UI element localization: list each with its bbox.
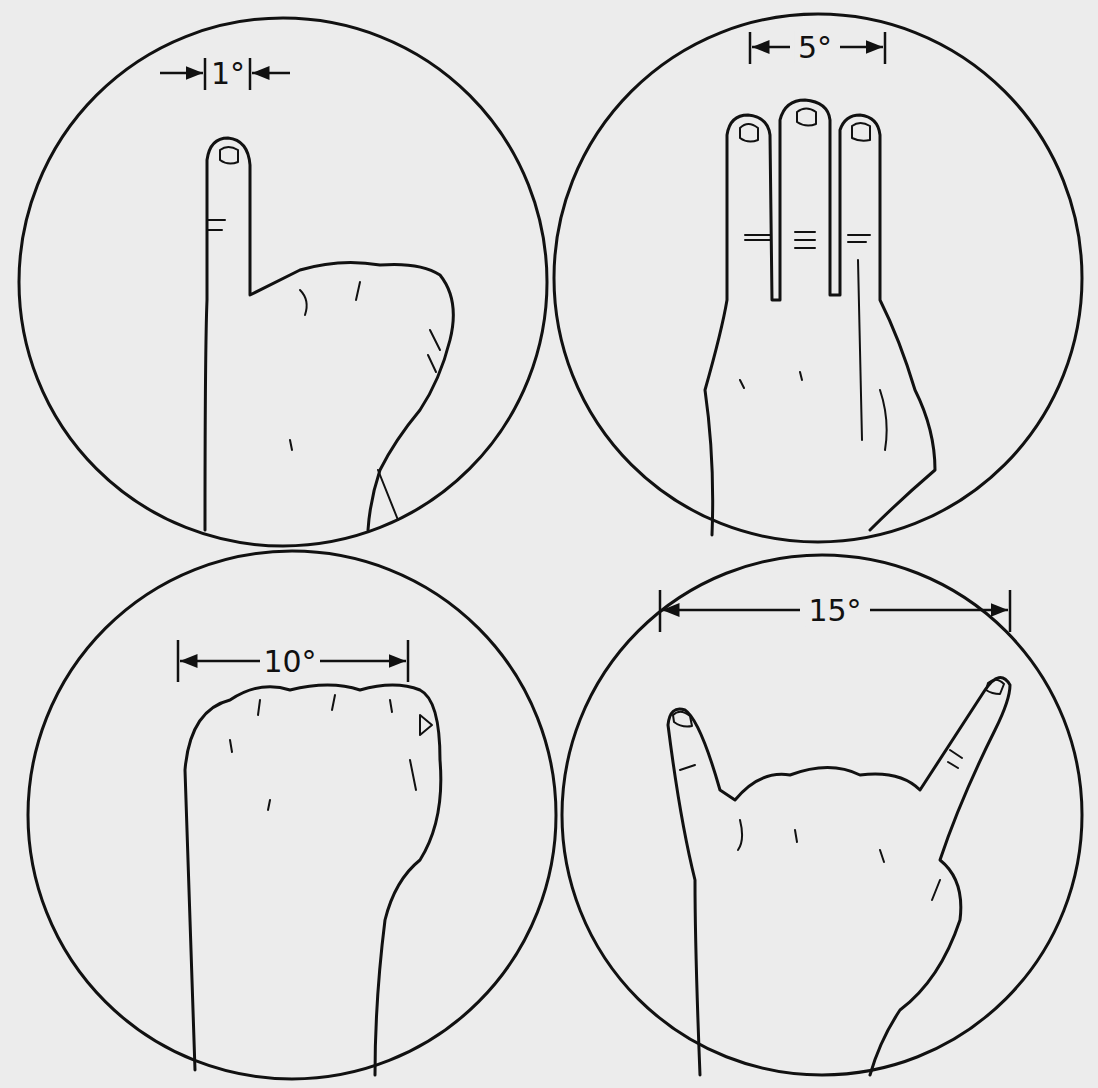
- spread-finger-hand: [668, 678, 1010, 1075]
- circle-outline: [554, 14, 1082, 542]
- measure-circle: 5°: [552, 12, 1084, 544]
- circle-outline: [17, 16, 549, 548]
- circle-outline: [26, 549, 558, 1081]
- measure-circle: 1°: [17, 16, 549, 548]
- angle-label: 10°: [260, 645, 319, 678]
- circle-outline: [552, 12, 1084, 544]
- circle-outline: [560, 553, 1084, 1077]
- angle-label: 15°: [805, 594, 864, 627]
- measure-circle: 15°: [560, 553, 1084, 1077]
- circle-outline: [28, 551, 556, 1079]
- fist-hand: [185, 685, 441, 1075]
- circle-outline: [19, 18, 547, 546]
- angle-label: 1°: [208, 57, 248, 90]
- three-finger-hand: [705, 100, 935, 535]
- angle-label: 5°: [795, 31, 835, 64]
- dimension-marks: [160, 32, 1010, 682]
- measure-circle: 10°: [26, 549, 558, 1081]
- one-finger-hand: [205, 138, 453, 530]
- circle-outline: [562, 555, 1082, 1075]
